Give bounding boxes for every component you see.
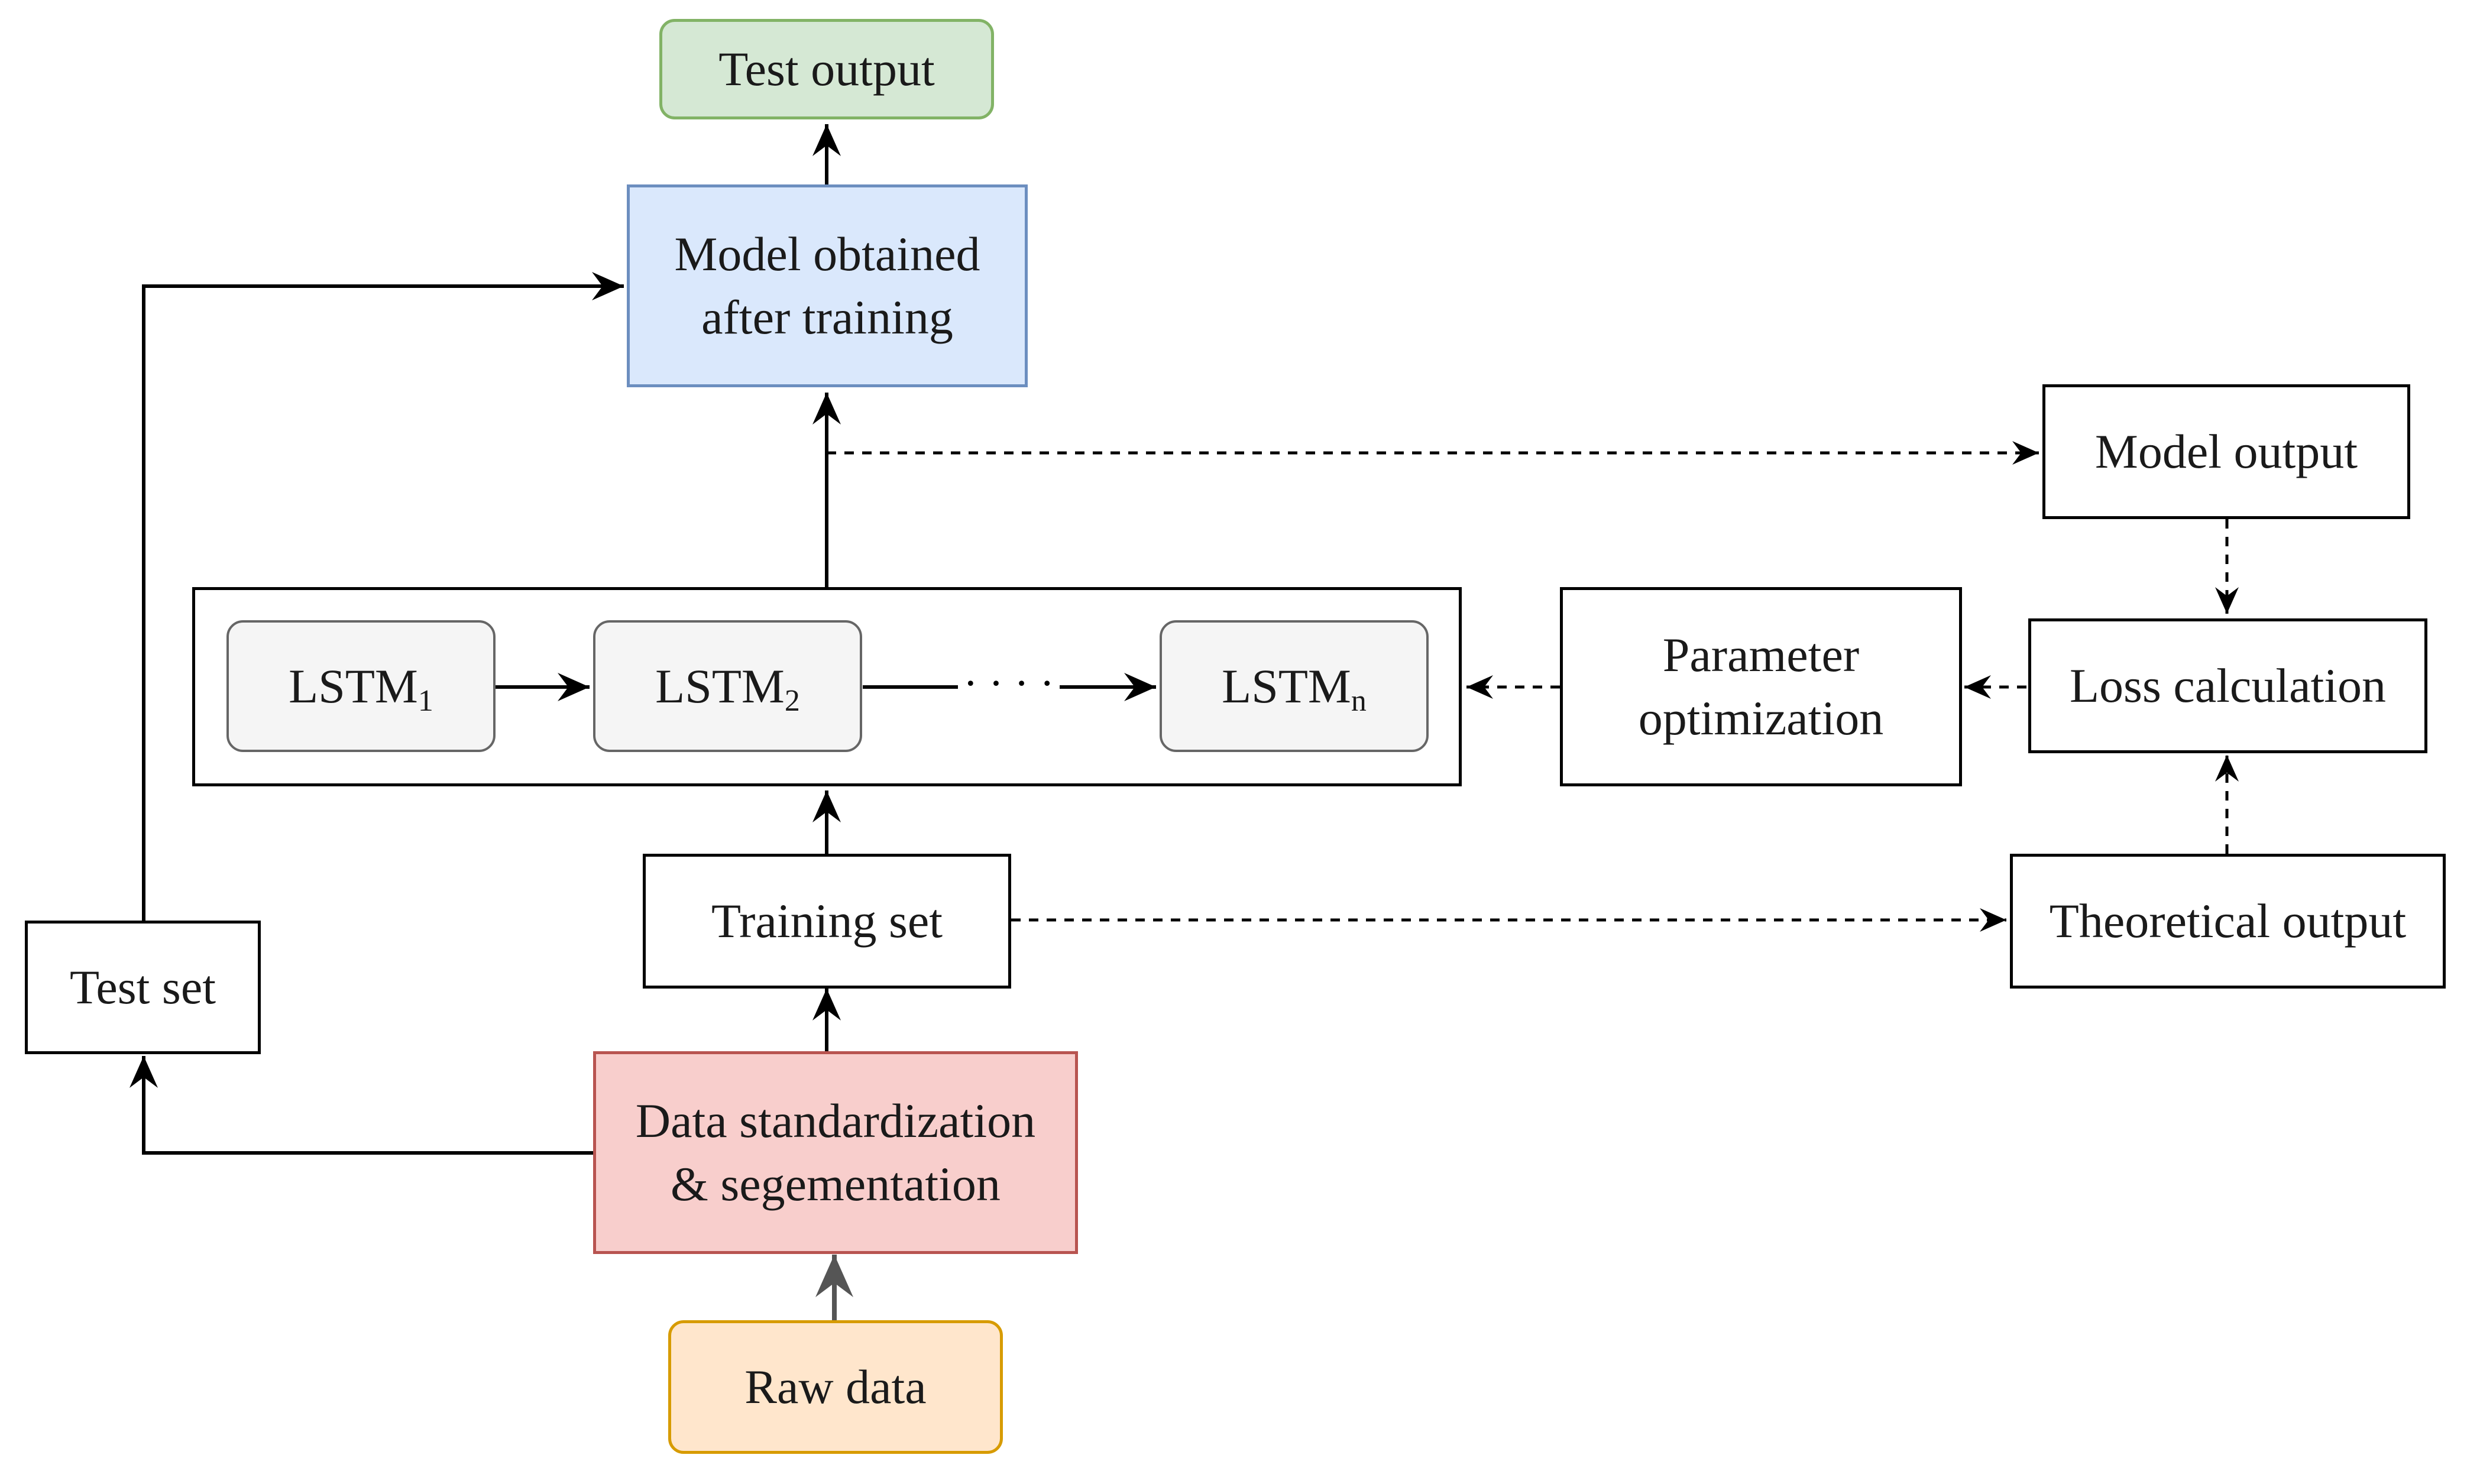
test-set-node: Test set — [25, 921, 261, 1054]
parameter-optimization-label: Parameter optimization — [1638, 627, 1884, 745]
training-set-node: Training set — [643, 854, 1011, 989]
test-set-label: Test set — [69, 960, 216, 1014]
loss-calculation-node: Loss calculation — [2028, 618, 2427, 753]
lstm-gap-dots: · · · · — [963, 659, 1054, 708]
edge-testset-to-model — [142, 272, 624, 921]
lstm-cell-1: LSTM1 — [226, 620, 496, 752]
lstm-cell-2: LSTM2 — [593, 620, 862, 752]
theoretical-output-label: Theoretical output — [2049, 893, 2407, 948]
theoretical-output-node: Theoretical output — [2010, 854, 2446, 989]
data-standardization-label: Data standardization & segementation — [635, 1093, 1036, 1211]
test-output-label: Test output — [718, 41, 935, 96]
edge-standardization-to-testset — [129, 1056, 593, 1155]
parameter-optimization-node: Parameter optimization — [1560, 587, 1962, 786]
model-trained-label: Model obtained after training — [674, 226, 980, 344]
model-trained-node: Model obtained after training — [627, 184, 1028, 387]
raw-data-node: Raw data — [668, 1320, 1003, 1454]
test-output-node: Test output — [659, 19, 994, 119]
model-output-node: Model output — [2042, 384, 2410, 519]
lstm-cell-n-label: LSTMn — [1222, 659, 1367, 718]
lstm-cell-n: LSTMn — [1160, 620, 1429, 752]
lstm-block — [192, 587, 1462, 786]
loss-calculation-label: Loss calculation — [2069, 658, 2387, 712]
lstm-cell-2-label: LSTM2 — [655, 659, 800, 718]
training-set-label: Training set — [711, 893, 943, 948]
model-output-label: Model output — [2094, 424, 2358, 478]
data-standardization-node: Data standardization & segementation — [593, 1051, 1078, 1254]
raw-data-label: Raw data — [744, 1359, 927, 1414]
lstm-cell-1-label: LSTM1 — [289, 659, 433, 718]
